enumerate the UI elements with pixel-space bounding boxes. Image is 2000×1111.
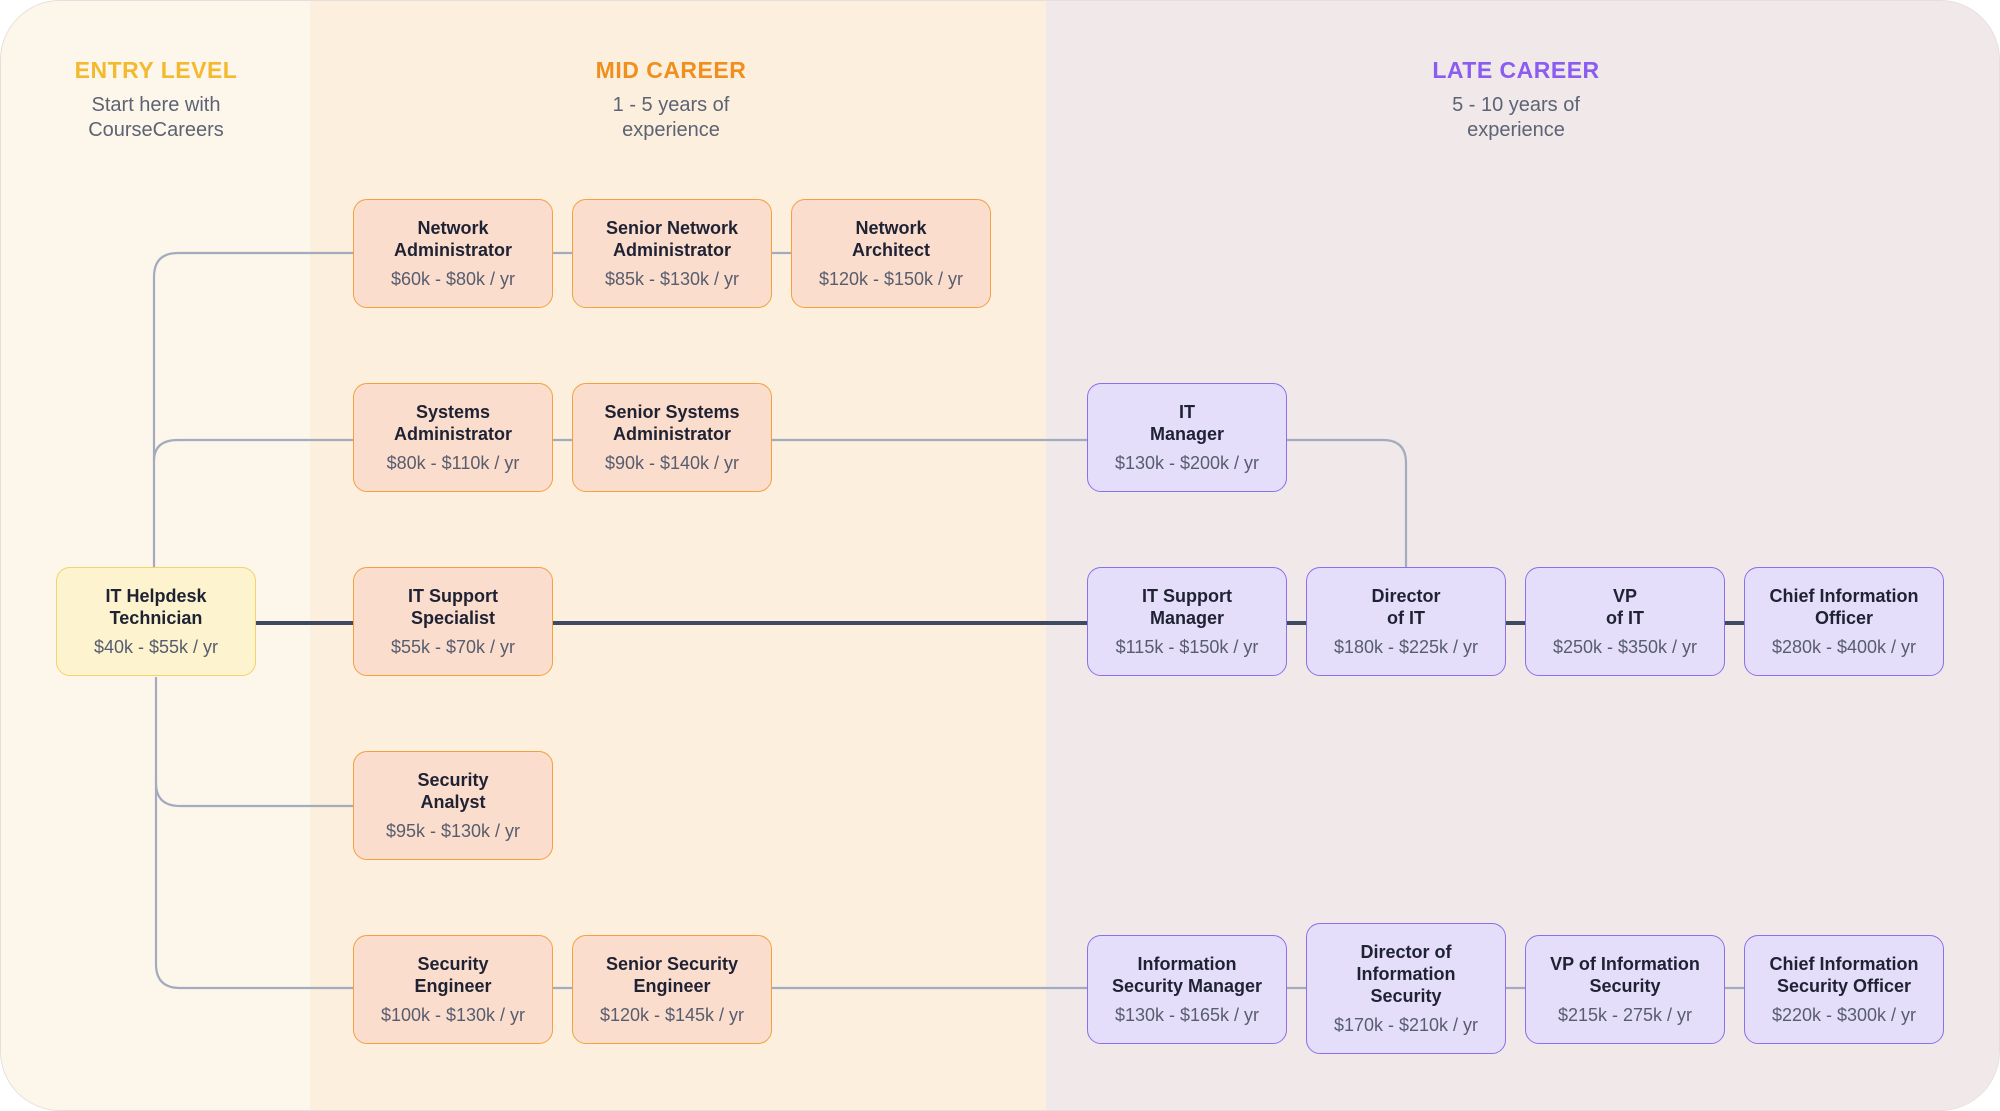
- salary-range: $100k - $130k / yr: [380, 1005, 526, 1025]
- late-career-subtitle-line: experience: [1467, 119, 1565, 141]
- mid-career-title: MID CAREER: [595, 57, 747, 83]
- salary-range: $220k - $300k / yr: [1771, 1005, 1917, 1025]
- connector-helpdesk-security-analyst: [154, 677, 353, 808]
- entry-level-subtitle: Start here with CourseCareers: [39, 93, 273, 143]
- late-career-subtitle-line: 5 - 10 years of: [1452, 94, 1580, 116]
- connector-helpdesk-systems-admin: [152, 438, 353, 462]
- late-career-header: LATE CAREER 5 - 10 years of experience: [1366, 57, 1666, 143]
- salary-range: $40k - $55k / yr: [93, 637, 219, 657]
- mid-career-header: MID CAREER 1 - 5 years of experience: [521, 57, 821, 143]
- salary-range: $115k - $150k / yr: [1115, 637, 1259, 657]
- mid-career-subtitle: 1 - 5 years of experience: [521, 93, 821, 143]
- salary-range: $120k - $145k / yr: [599, 1005, 745, 1025]
- mid-career-subtitle-line: experience: [622, 119, 720, 141]
- salary-range: $170k - $210k / yr: [1333, 1015, 1479, 1035]
- entry-level-header: ENTRY LEVEL Start here with CourseCareer…: [39, 57, 273, 143]
- salary-range: $130k - $165k / yr: [1114, 1005, 1260, 1025]
- late-career-title: LATE CAREER: [1432, 57, 1600, 83]
- salary-range: $85k - $130k / yr: [604, 269, 740, 289]
- salary-range: $130k - $200k / yr: [1114, 453, 1260, 473]
- mid-career-subtitle-line: 1 - 5 years of: [612, 94, 730, 116]
- salary-range: $120k - $150k / yr: [818, 269, 964, 289]
- salary-range: $250k - $350k / yr: [1552, 637, 1698, 657]
- salary-range: $55k - $70k / yr: [390, 637, 516, 657]
- salary-range: $80k - $110k / yr: [386, 453, 520, 473]
- salary-range: $280k - $400k / yr: [1771, 637, 1917, 657]
- salary-range: $215k - 275k / yr: [1557, 1005, 1693, 1025]
- salary-range: $90k - $140k / yr: [604, 453, 740, 473]
- entry-level-subtitle-line: CourseCareers: [88, 119, 224, 141]
- connector-it-manager-director-it: [1287, 438, 1408, 567]
- entry-level-title: ENTRY LEVEL: [74, 57, 238, 83]
- mid-career-column: [310, 1, 1046, 1110]
- late-career-column: [1046, 1, 1999, 1110]
- entry-level-subtitle-line: Start here with: [91, 94, 221, 116]
- late-career-subtitle: 5 - 10 years of experience: [1366, 93, 1666, 143]
- connector-helpdesk-security-engineer: [154, 783, 353, 990]
- salary-range: $95k - $130k / yr: [385, 821, 521, 841]
- connector-helpdesk-network-admin: [152, 251, 353, 567]
- salary-range: $180k - $225k / yr: [1333, 637, 1479, 657]
- salary-range: $60k - $80k / yr: [390, 269, 516, 289]
